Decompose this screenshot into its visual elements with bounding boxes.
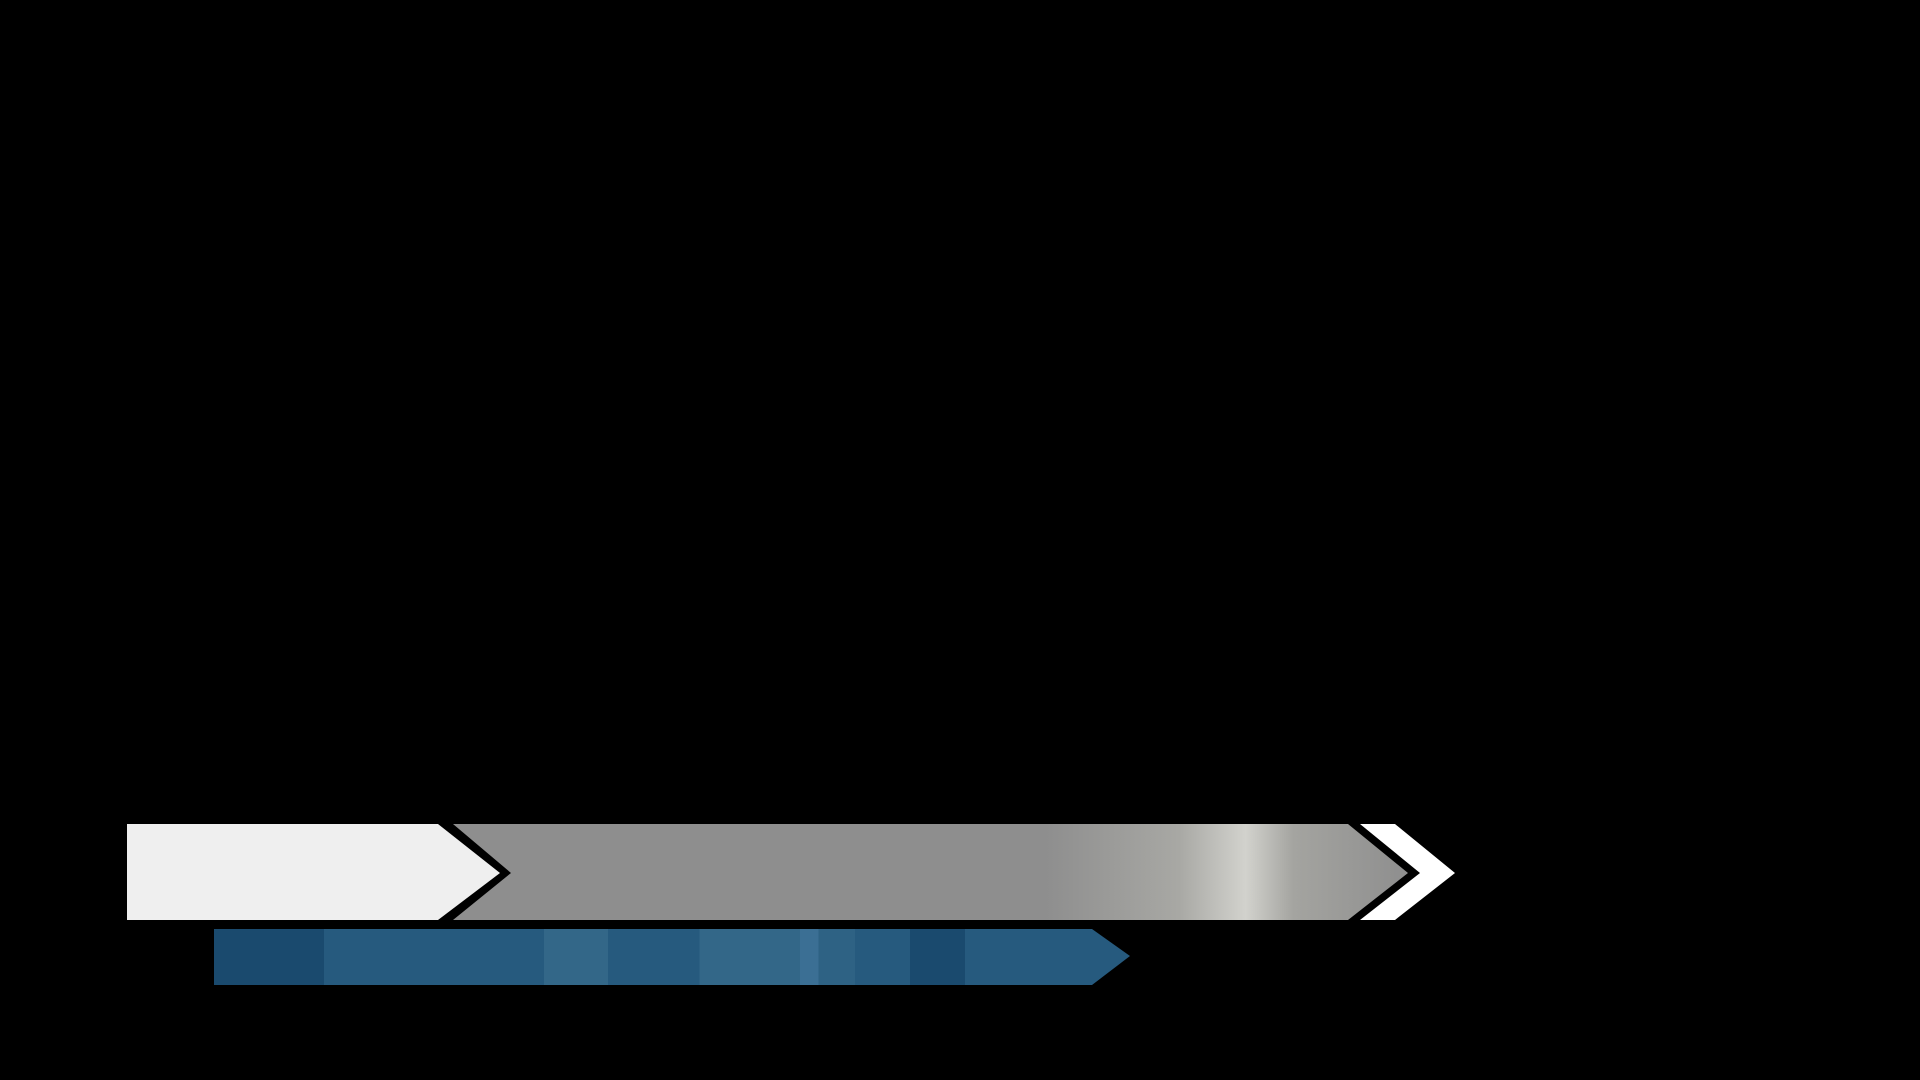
gray-title-panel xyxy=(453,824,1408,920)
white-name-panel xyxy=(127,824,500,920)
chevron-outline-icon xyxy=(1360,824,1455,920)
blue-subtitle-bar xyxy=(214,929,1130,985)
